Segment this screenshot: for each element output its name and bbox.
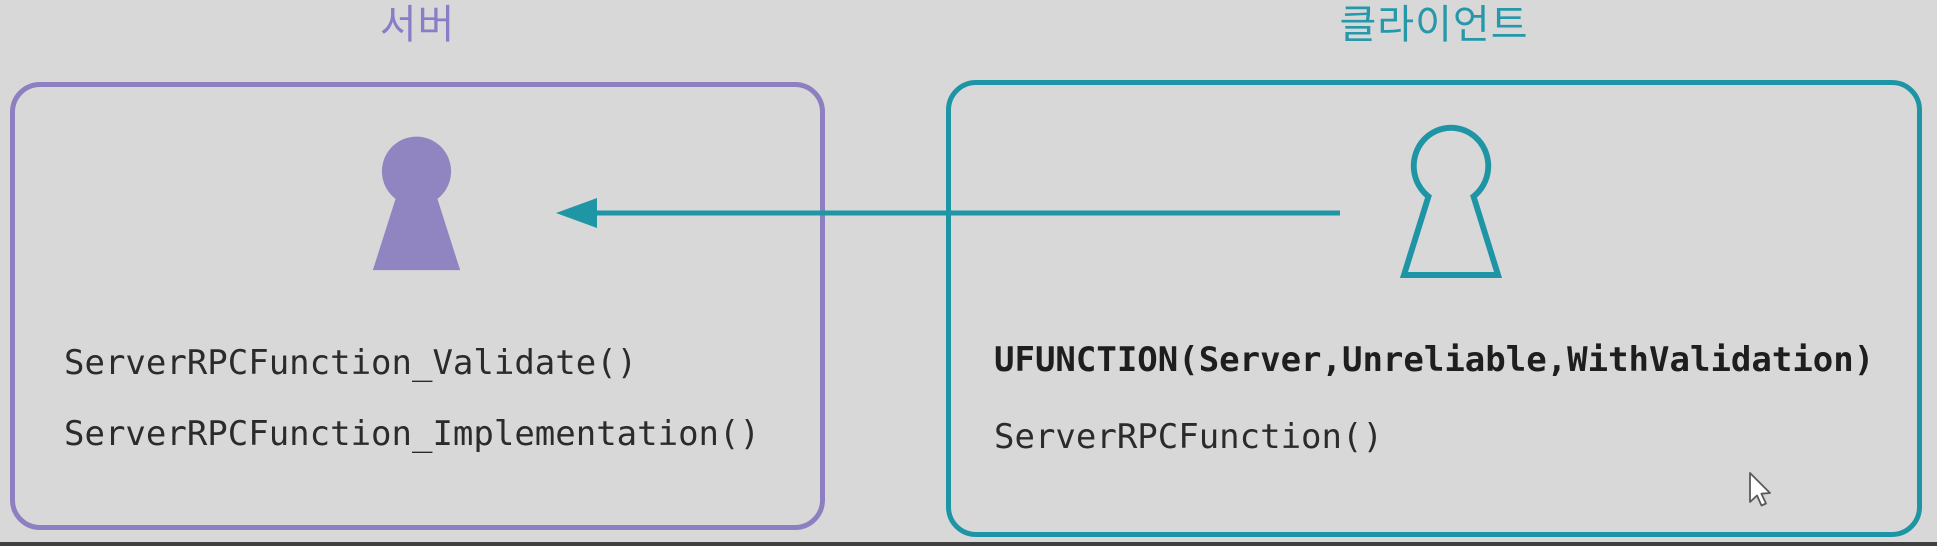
client-box: UFUNCTION(Server,Unreliable,WithValidati…	[946, 80, 1922, 537]
server-box: ServerRPCFunction_Validate() ServerRPCFu…	[10, 82, 825, 530]
server-code-validate: ServerRPCFunction_Validate()	[64, 343, 638, 383]
mouse-cursor-icon	[1749, 472, 1771, 507]
client-code-serverrpc: ServerRPCFunction()	[994, 417, 1383, 457]
person-outline-icon	[1399, 124, 1503, 279]
server-code-implementation: ServerRPCFunction_Implementation()	[64, 414, 760, 454]
client-code-ufunction: UFUNCTION(Server,Unreliable,WithValidati…	[994, 340, 1875, 380]
video-bottom-edge	[0, 542, 1937, 546]
person-silhouette-icon	[372, 136, 461, 271]
server-title: 서버	[379, 3, 456, 47]
client-title: 클라이언트	[1339, 3, 1529, 47]
